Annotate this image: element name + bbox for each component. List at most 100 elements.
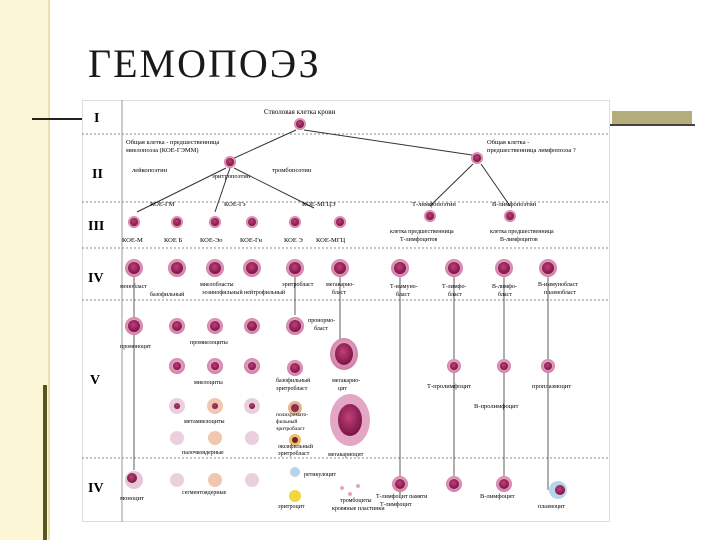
cell-nucleus [335, 343, 353, 365]
neutrophilic-label: нейтрофильный [244, 289, 286, 296]
arrow [480, 163, 511, 207]
lympho-prec-label: Общая клетка - [487, 139, 529, 146]
pronormocyte-label: бласт [314, 325, 328, 332]
cell-nucleus [211, 218, 219, 226]
cell-nucleus [394, 262, 406, 274]
cell-nucleus [290, 363, 300, 373]
cell-nucleus [171, 262, 183, 274]
t-lymphopoietin-label: Т-лимфопоэтин [412, 201, 456, 208]
megakaryoblast-label: бласт [332, 289, 346, 296]
cell-nucleus [211, 362, 219, 370]
thrombopoietin-label: тромбопоэтин [272, 167, 312, 174]
stem-cell-label: Стволовая клетка крови [264, 108, 336, 116]
b-lymphocyte-label: В-лимфоцит [480, 493, 515, 500]
platelets-label: кровяные пластинки [332, 506, 385, 512]
koe-gn-label: КОЕ-Гн [240, 237, 263, 244]
oxyphilic-label: эритробласт [278, 450, 310, 457]
cell-nucleus [542, 262, 554, 274]
t-prec-label: клетка предшественница [390, 229, 454, 235]
b-immunoblast-label: плазмобласт [544, 289, 576, 296]
b-prec-label: клетка предшественница [490, 229, 554, 235]
cell-nucleus [249, 403, 255, 409]
eosinophilic-label: эозинофильный [202, 289, 243, 296]
slide-title: ГЕМОПОЭЗ [88, 41, 321, 86]
cell-nucleus [289, 320, 301, 332]
class-numeral: III [88, 219, 104, 234]
koe-gm-label: КОЕ-ГМ [150, 201, 175, 208]
erythrocyte-label: эритроцит [278, 504, 305, 510]
koe-b-label: КОЕ Б [164, 237, 182, 244]
cell-nucleus [226, 158, 234, 166]
erythroblast-label: эритробласт [282, 281, 314, 288]
koe-mgce-label: КОЕ-МГЦЭ [302, 201, 336, 208]
diagram-svg: I II III IV V IV Стволовая клетка крови … [82, 100, 610, 522]
cell-nucleus [209, 262, 221, 274]
megakaryocyte-label: цит [338, 386, 347, 392]
title-rule-box [612, 111, 692, 125]
myelocytes-label: миелоциты [194, 380, 223, 386]
leukopoietin-label: лейкопоэтин [132, 167, 168, 174]
myelo-prec-label: миелопоэза (КОЕ-ГЭММ) [126, 147, 199, 154]
cell-nucleus [291, 404, 299, 412]
lineage-lines [133, 277, 549, 495]
platelets-label: тромбоциты [340, 497, 372, 504]
lympho-prec-label: предшественница лимфопоэза ? [487, 147, 576, 154]
cell-nucleus [334, 262, 346, 274]
cell-nucleus [174, 403, 180, 409]
cell-nucleus [248, 218, 256, 226]
t-immunoblast-label: Т-иммуно- [390, 284, 418, 290]
band-cell [245, 431, 259, 445]
arrow [229, 129, 297, 161]
oxyphilic-label: оксифильный [278, 443, 314, 450]
t-immunoblast-label: бласт [396, 291, 410, 298]
cell-nucleus [247, 321, 257, 331]
arrow [303, 129, 473, 156]
b-lymphoblast-label: В-лимфо- [492, 283, 517, 290]
cell-nucleus [130, 218, 138, 226]
b-immunoblast-label: В-иммунобласт [538, 281, 578, 288]
cell-nucleus [449, 479, 459, 489]
megakaryocyte-mature-label: мегакариоцит [328, 452, 364, 458]
hematopoiesis-diagram: I II III IV V IV Стволовая клетка крови … [82, 100, 610, 522]
row3-cells [128, 210, 516, 228]
segmented-cell [245, 473, 259, 487]
cell-nucleus [173, 362, 181, 370]
arrow [136, 167, 227, 213]
cell-nucleus [291, 218, 299, 226]
platelet [340, 486, 344, 490]
cell-nucleus [173, 218, 181, 226]
class-numeral: V [90, 373, 100, 388]
promonocyte-label: промоноцит [120, 344, 152, 350]
cell-nucleus [212, 403, 218, 409]
stem-cell-nucleus [296, 120, 304, 128]
monocyte-label: моноцит [120, 495, 144, 502]
basophilic-label: базофильный [150, 291, 185, 298]
t-memory-label: Т-лимфоцит [380, 501, 412, 508]
cell-nucleus [506, 212, 514, 220]
reticulocyte-label: ретикулоцит [304, 472, 336, 478]
cell-nucleus [128, 320, 140, 332]
cell-nucleus [172, 321, 182, 331]
cell-nucleus [450, 362, 458, 370]
cell-nucleus [473, 154, 481, 162]
cell-nucleus [336, 218, 344, 226]
cell-nucleus [555, 485, 565, 495]
arrow [429, 163, 474, 207]
polychromatophilic-label: фильный [276, 418, 297, 425]
diagram-frame [82, 100, 610, 522]
basophilic-erythroblast-label: эритробласт [276, 385, 308, 392]
metamyelocytes-label: метамиелоциты [184, 419, 225, 425]
cell-nucleus [248, 362, 256, 370]
t-prolymphocyte-label: Т-пролимфоцит [427, 383, 471, 390]
class-numeral: IV [88, 271, 104, 286]
left-decor-accent [43, 385, 47, 540]
row5-cells [125, 317, 555, 446]
title-rule-left [32, 118, 82, 120]
band-cell [170, 431, 184, 445]
t-lymphoblast-label: бласт [448, 291, 462, 298]
class-numeral: I [94, 111, 99, 126]
title-rule-right [600, 124, 695, 126]
koe-eo-label: КОЕ-Эо [200, 237, 223, 244]
polychromatophilic-label: полихромато- [276, 412, 308, 418]
myelo-prec-label: Общая клетка - предшественница [126, 139, 219, 146]
